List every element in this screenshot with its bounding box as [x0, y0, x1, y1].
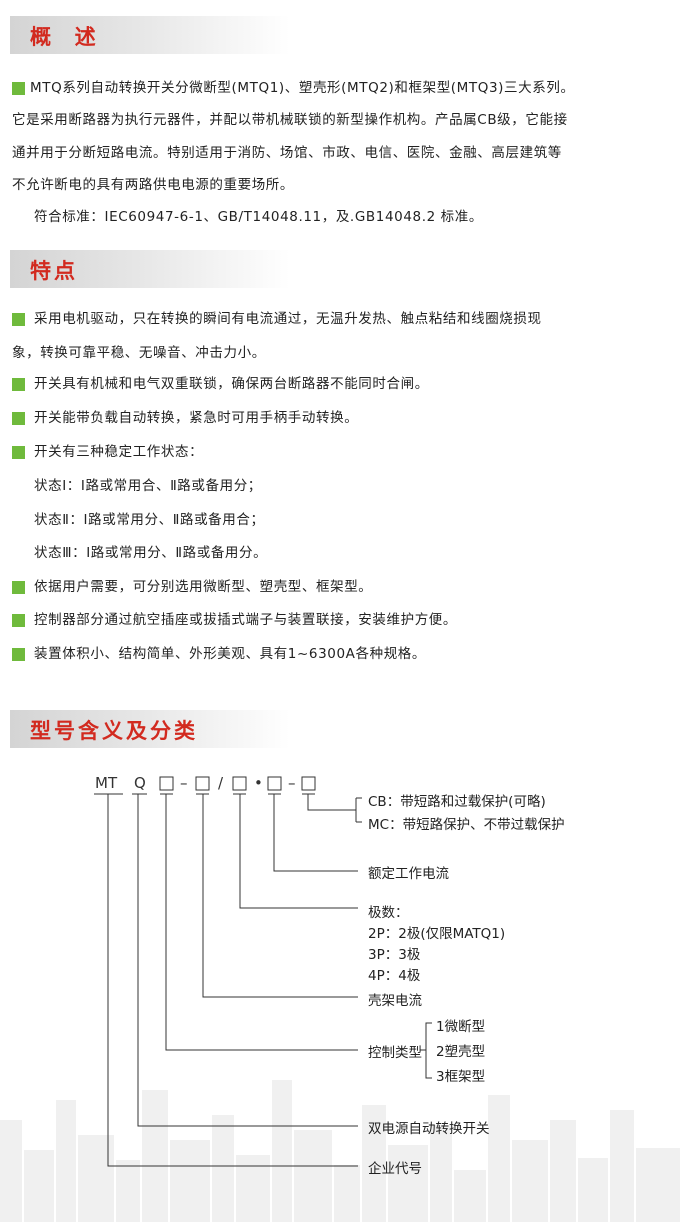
code-q: Q [134, 774, 146, 792]
code-box-protection [301, 776, 316, 791]
bullet-icon [12, 412, 25, 425]
city-skyline-illustration [0, 1080, 680, 1222]
label-company-code: 企业代号 [368, 1161, 422, 1177]
code-box-poles [232, 776, 247, 791]
overview-line-2: 它是采用断路器为执行元器件，并配以带机械联锁的新型操作机构。产品属CB级，它能接 [12, 112, 568, 128]
section-header-features: 特点 [10, 250, 290, 288]
code-box-rated-current [267, 776, 282, 791]
label-mc: MC：带短路保护、不带过载保护 [368, 817, 565, 833]
label-poles-3p: 3P：3极 [368, 947, 421, 963]
overview-line-3: 通并用于分断短路电流。特别适用于消防、场馆、市政、电信、医院、金融、高层建筑等 [12, 145, 562, 161]
label-type-3: 3框架型 [436, 1069, 486, 1085]
code-slash: / [218, 774, 224, 792]
overview-line-4: 不允许断电的具有两路供电电源的重要场所。 [12, 177, 294, 193]
code-mt: MT [95, 774, 118, 792]
bullet-icon [12, 313, 25, 326]
state-3: 状态Ⅲ：Ⅰ路或常用分、Ⅱ路或备用分。 [34, 545, 268, 561]
label-frame-current: 壳架电流 [368, 993, 422, 1009]
label-type-2: 2塑壳型 [436, 1044, 486, 1060]
code-box-frame-current [195, 776, 210, 791]
code-dash-1: – [180, 774, 188, 792]
overview-standards: 符合标准：IEC60947-6-1、GB/T14048.11，及.GB14048… [34, 209, 483, 225]
label-cb: CB：带短路和过载保护(可略) [368, 794, 546, 810]
bullet-icon [12, 648, 25, 661]
feature-line-3: 开关能带负载自动转换，紧急时可用手柄手动转换。 [34, 410, 359, 426]
bullet-icon [12, 446, 25, 459]
bullet-icon [12, 614, 25, 627]
feature-line-4: 开关有三种稳定工作状态： [34, 444, 204, 460]
label-poles-2p: 2P：2极(仅限MATQ1) [368, 926, 506, 942]
feature-line-7: 装置体积小、结构简单、外形美观、具有1~6300A各种规格。 [34, 646, 426, 662]
bullet-icon [12, 581, 25, 594]
bullet-icon [12, 378, 25, 391]
label-rated-current: 额定工作电流 [368, 866, 449, 882]
feature-line-6: 控制器部分通过航空插座或拔插式端子与装置联接，安装维护方便。 [34, 612, 457, 628]
state-2: 状态Ⅱ：Ⅰ路或常用分、Ⅱ路或备用合； [34, 512, 265, 528]
overview-line-1: MTQ系列自动转换开关分微断型(MTQ1)、塑壳形(MTQ2)和框架型(MTQ3… [30, 80, 575, 96]
feature-line-5: 依据用户需要，可分别选用微断型、塑壳型、框架型。 [34, 579, 373, 595]
bullet-icon [12, 82, 25, 95]
label-control-type: 控制类型 [368, 1045, 422, 1061]
section-title-overview: 概 述 [30, 25, 99, 49]
section-header-model: 型号含义及分类 [10, 710, 290, 748]
feature-line-2: 开关具有机械和电气双重联锁，确保两台断路器不能同时合闸。 [34, 376, 429, 392]
feature-line-1-cont: 象，转换可靠平稳、无噪音、冲击力小。 [12, 345, 266, 361]
label-type-1: 1微断型 [436, 1019, 486, 1035]
state-1: 状态Ⅰ：Ⅰ路或常用合、Ⅱ路或备用分； [34, 478, 262, 494]
label-poles-4p: 4P：4极 [368, 968, 421, 984]
section-title-features: 特点 [30, 259, 78, 283]
code-dot: • [254, 774, 263, 792]
section-title-model: 型号含义及分类 [30, 719, 198, 743]
label-poles: 极数： [368, 905, 409, 921]
model-code-diagram: MT Q – / • – [0, 760, 680, 1220]
code-box-control-type [159, 776, 174, 791]
diagram-lines [94, 776, 432, 1167]
code-dash-2: – [288, 774, 296, 792]
section-header-overview: 概 述 [10, 16, 290, 54]
feature-line-1: 采用电机驱动，只在转换的瞬间有电流通过，无温升发热、触点粘结和线圈烧损现 [34, 311, 542, 327]
label-dual-switch: 双电源自动转换开关 [368, 1121, 490, 1137]
